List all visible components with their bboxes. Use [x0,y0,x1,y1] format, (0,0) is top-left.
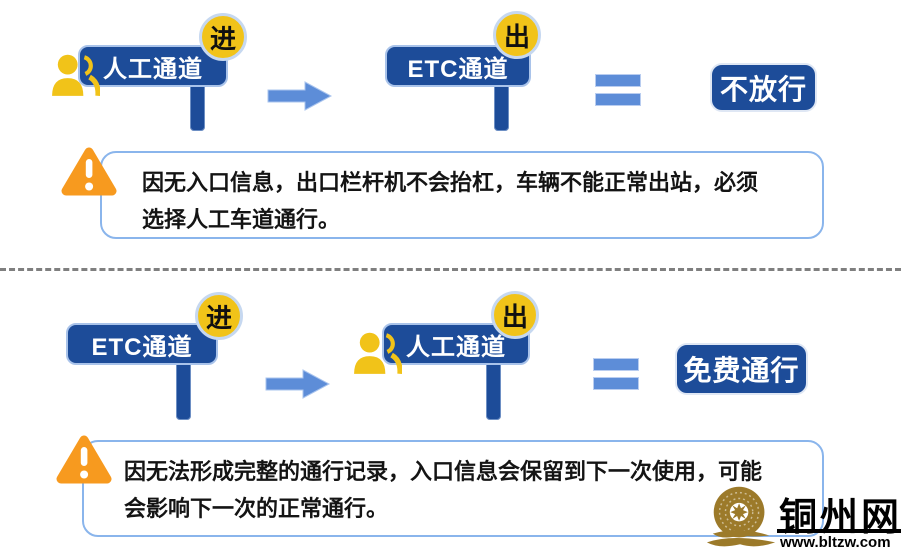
enter-badge: 进 [199,13,247,61]
enter-badge: 进 [195,292,243,340]
exit-badge: 出 [493,11,541,59]
entry-sign-board: 人工通道 [78,45,228,87]
warning-triangle-icon [61,147,117,196]
exit-badge: 出 [491,291,539,339]
exit-badge-label: 出 [501,301,528,332]
equals-bar-top [593,358,639,371]
entry-sign-post [176,363,191,420]
note-line-2: 选择人工车道通行。 [142,207,341,232]
equals-bar-bottom [593,377,639,390]
scenario-2: ETC通道 进 人工通道 出 免费通行 [0,268,901,555]
people-icon [354,332,402,374]
entry-sign-label: ETC通道 [91,333,193,361]
enter-badge-label: 进 [209,23,236,54]
entry-sign-board: ETC通道 [66,323,218,365]
note-line-2: 会影响下一次的正常通行。 [124,496,389,521]
exit-sign-label: 人工通道 [406,333,506,361]
exit-sign-post [486,363,501,420]
equals-icon [593,358,639,390]
exit-sign-board: ETC通道 [385,45,531,87]
result-badge: 不放行 [710,63,817,112]
exit-sign-label: ETC通道 [407,55,509,83]
right-arrow-icon [265,369,331,399]
note-line-1: 因无法形成完整的通行记录，入口信息会保留到下一次使用，可能 [124,459,763,484]
exit-sign-post [494,84,509,131]
right-arrow-icon [267,81,333,111]
equals-bar-top [595,74,641,87]
equals-bar-bottom [595,93,641,106]
result-label: 免费通行 [683,355,800,386]
entry-sign-post [190,84,205,131]
note-box: 因无法形成完整的通行记录，入口信息会保留到下一次使用，可能 会影响下一次的正常通… [82,440,824,537]
entry-sign-label: 人工通道 [103,55,203,83]
scenario-1: 人工通道 进 ETC通道 出 不放行 [0,0,901,268]
warning-triangle-icon [56,435,112,484]
section-divider [0,268,901,271]
note-line-1: 因无入口信息，出口栏杆机不会抬杠，车辆不能正常出站，必须 [142,170,759,195]
bronze-drum-logo-icon [706,486,776,547]
people-icon [52,54,100,96]
exit-badge-label: 出 [503,21,530,52]
enter-badge-label: 进 [205,302,232,333]
equals-icon [595,74,641,106]
watermark-site-url: www.bltzw.com [780,534,891,551]
watermark-underline [777,529,901,533]
result-label: 不放行 [719,73,807,105]
result-badge: 免费通行 [675,343,808,395]
note-box: 因无入口信息，出口栏杆机不会抬杠，车辆不能正常出站，必须 选择人工车道通行。 [100,151,824,239]
